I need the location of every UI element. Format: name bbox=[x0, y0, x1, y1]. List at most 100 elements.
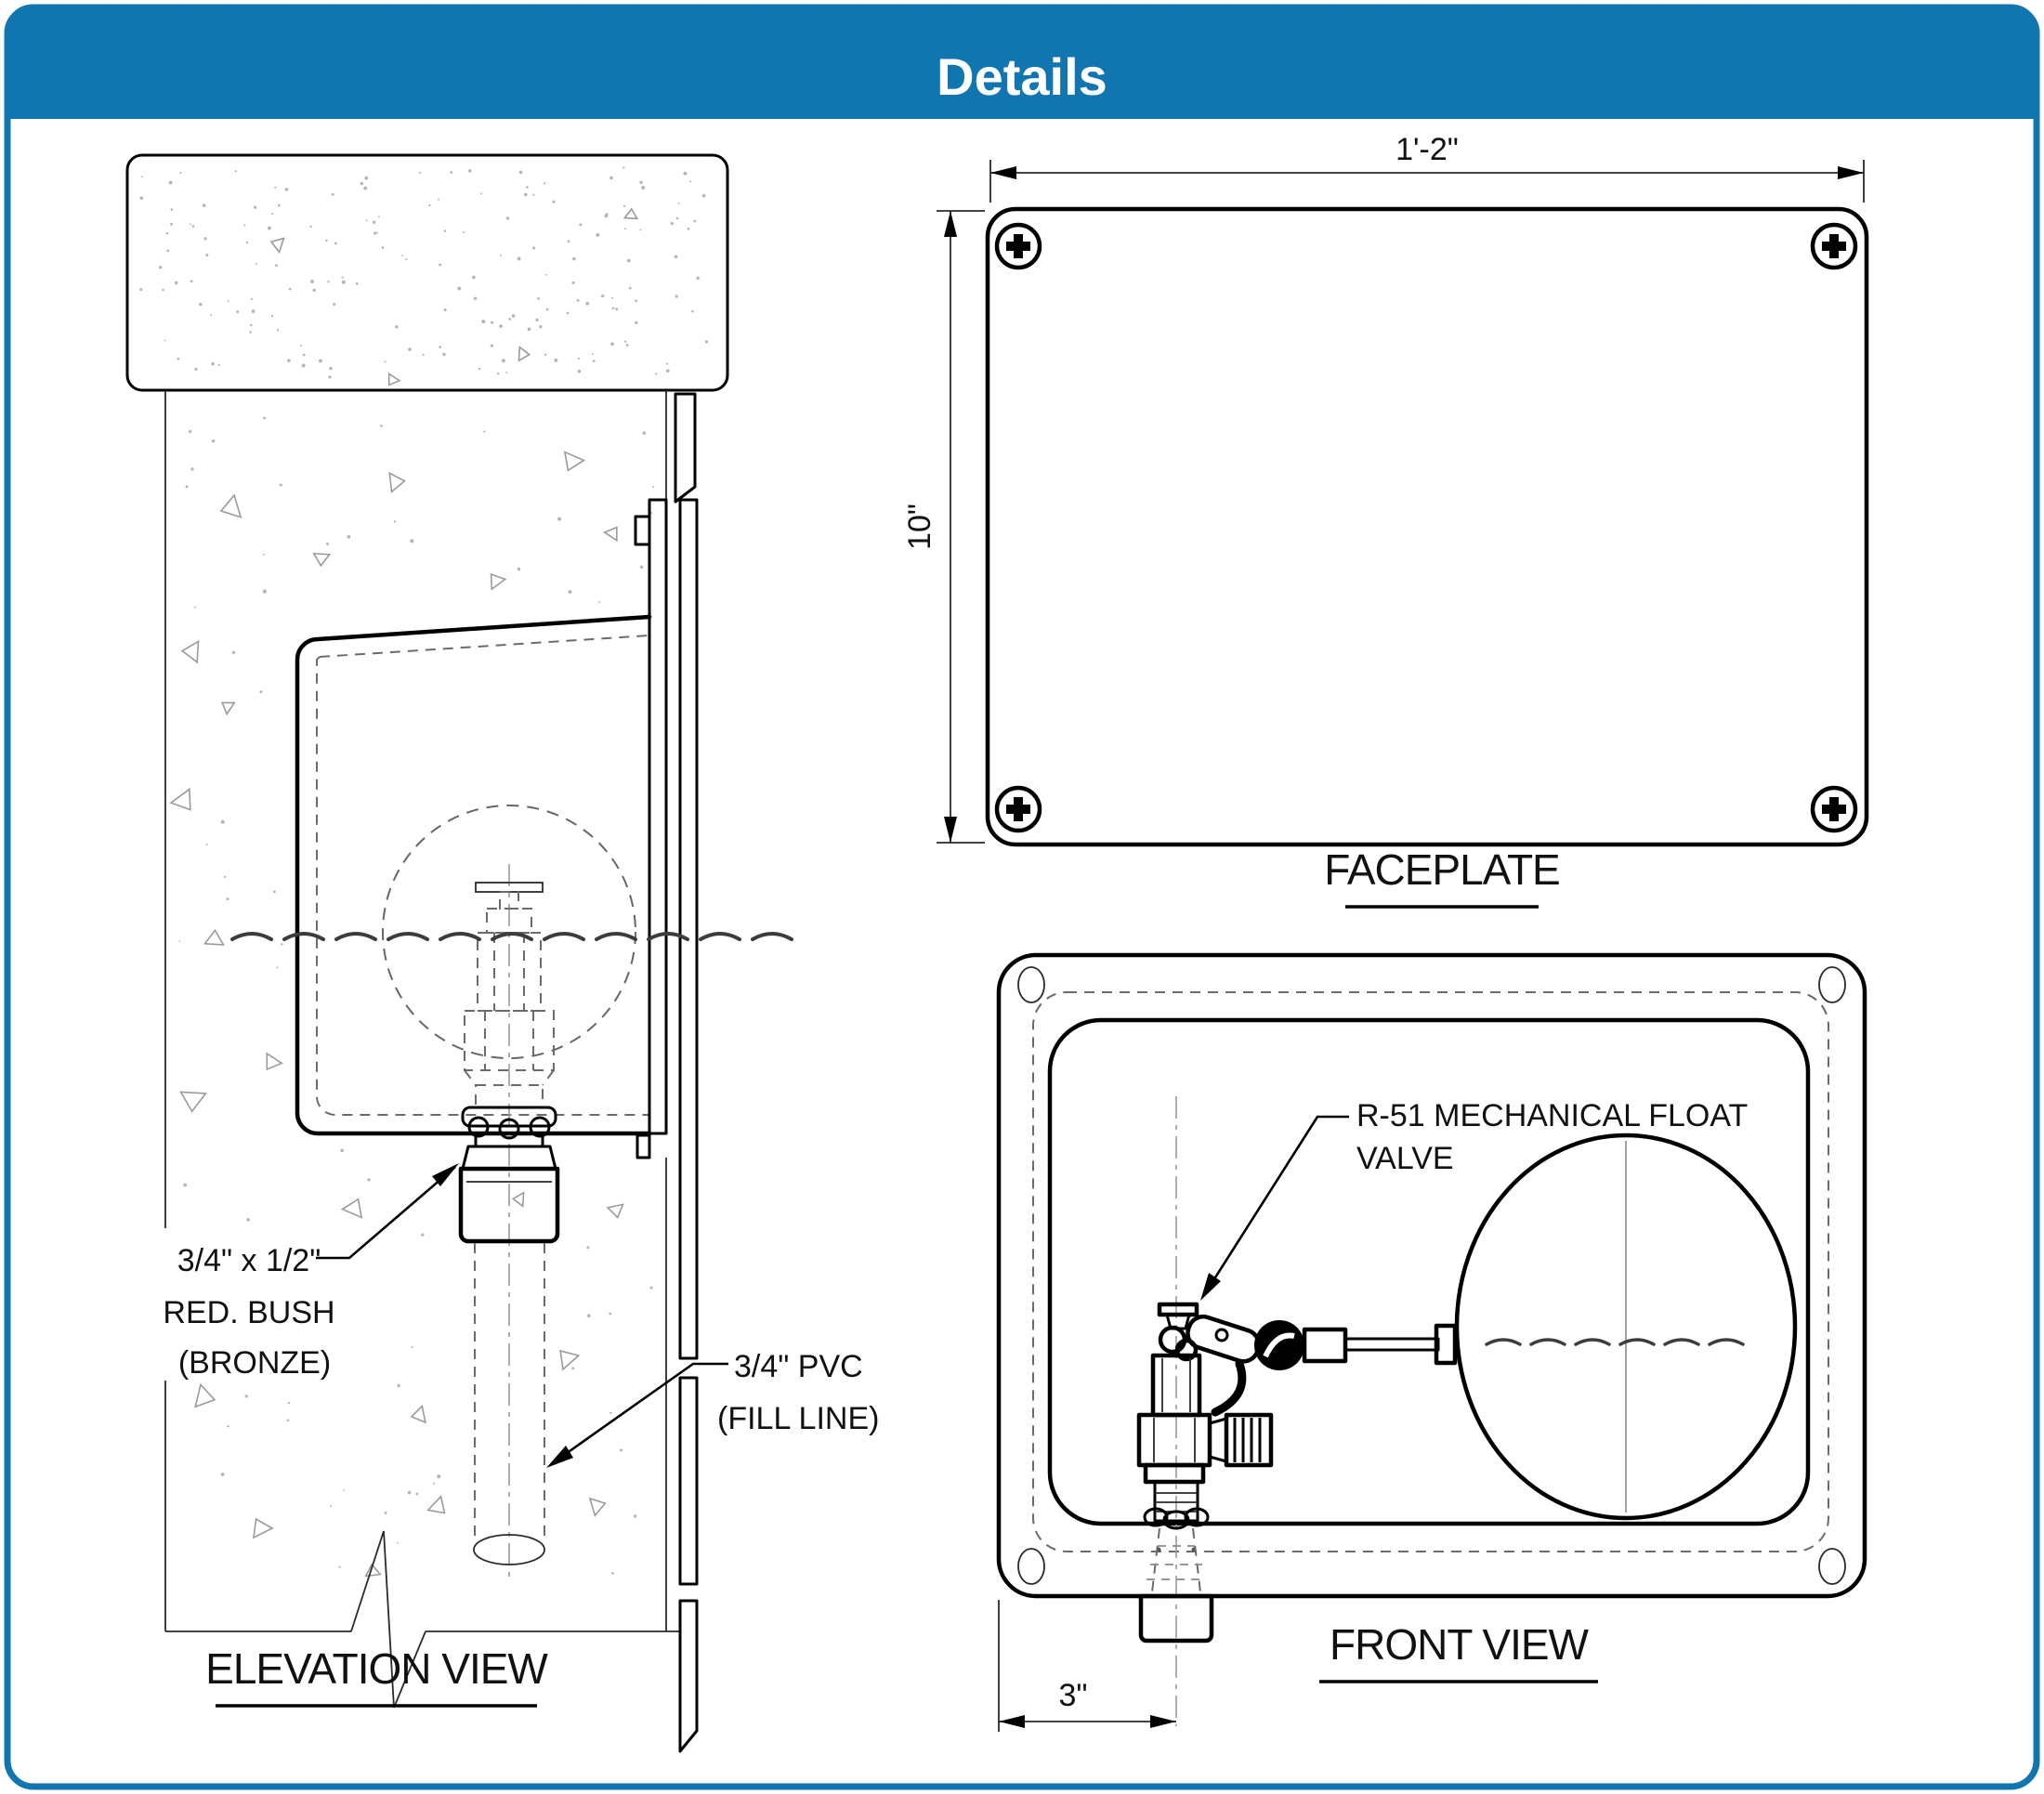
concrete-dot bbox=[407, 1490, 412, 1495]
aggregate-triangle bbox=[410, 1404, 426, 1424]
concrete-dot bbox=[262, 589, 267, 594]
height-dimension-text: 10" bbox=[902, 504, 937, 550]
concrete-dot bbox=[696, 276, 700, 281]
concrete-dot bbox=[334, 242, 337, 245]
concrete-dot bbox=[211, 439, 216, 443]
concrete-dot bbox=[586, 1246, 590, 1250]
concrete-dot bbox=[491, 321, 494, 324]
aggregate-triangle bbox=[169, 787, 191, 811]
concrete-dot bbox=[655, 373, 658, 375]
concrete-dot bbox=[701, 193, 706, 198]
valve-note: R-51 MECHANICAL FLOAT VALVE bbox=[1200, 1098, 1748, 1301]
niche-outline bbox=[295, 614, 652, 1136]
concrete-dot bbox=[287, 1401, 291, 1405]
concrete-dot bbox=[159, 266, 163, 269]
aggregate-triangle bbox=[559, 1349, 581, 1371]
concrete-dot bbox=[439, 346, 441, 348]
concrete-dot bbox=[496, 373, 500, 375]
concrete-dot bbox=[341, 280, 346, 284]
concrete-dot bbox=[139, 288, 143, 292]
aggregate-triangle bbox=[606, 1203, 624, 1219]
phillips-screw-icon bbox=[1810, 785, 1858, 833]
offset-dimension: 3" bbox=[998, 1600, 1176, 1732]
concrete-dot bbox=[670, 222, 674, 226]
concrete-dot bbox=[301, 363, 306, 368]
concrete-dot bbox=[273, 890, 276, 894]
concrete-dot bbox=[639, 229, 642, 231]
concrete-dot bbox=[592, 353, 595, 355]
concrete-dot bbox=[457, 286, 462, 291]
aggregate-triangle bbox=[622, 207, 639, 220]
concrete-dot bbox=[501, 359, 505, 363]
aggregate-triangle bbox=[563, 451, 586, 472]
deck-coping-cap bbox=[125, 153, 729, 392]
pvc-note: 3/4" PVC (FILL LINE) bbox=[546, 1336, 894, 1468]
aggregate-triangle bbox=[312, 552, 332, 568]
niche-side-view bbox=[295, 614, 652, 1136]
concrete-dot bbox=[611, 296, 614, 299]
corner-hole bbox=[1017, 1548, 1045, 1585]
width-dimension: 1'-2" bbox=[989, 132, 1865, 203]
concrete-dot bbox=[364, 176, 369, 180]
concrete-dot bbox=[277, 203, 281, 207]
concrete-dot bbox=[674, 255, 678, 259]
concrete-dot bbox=[615, 308, 619, 311]
niche-inner-dashed bbox=[316, 635, 650, 1116]
concrete-dot bbox=[478, 367, 481, 371]
valve-leader-arrowhead bbox=[1200, 1273, 1221, 1301]
concrete-dot bbox=[375, 231, 378, 234]
concrete-dot bbox=[299, 344, 302, 347]
concrete-dot bbox=[639, 565, 644, 570]
phillips-screw-icon bbox=[994, 785, 1042, 833]
aggregate-triangle bbox=[388, 471, 406, 493]
page-title: Details bbox=[937, 47, 1107, 106]
concrete-dot bbox=[262, 553, 265, 556]
concrete-dot bbox=[174, 281, 178, 285]
concrete-stipple-texture bbox=[139, 166, 709, 1578]
float-valve-assembly bbox=[1136, 1302, 1458, 1530]
break-line-symbol bbox=[350, 1530, 426, 1709]
concrete-dot bbox=[626, 258, 631, 263]
concrete-dot bbox=[279, 483, 282, 487]
wall-outline bbox=[164, 390, 681, 1709]
concrete-dot bbox=[380, 425, 383, 427]
concrete-dot bbox=[579, 223, 583, 227]
concrete-dot bbox=[532, 246, 536, 250]
concrete-dot bbox=[210, 314, 213, 317]
concrete-dot bbox=[381, 246, 385, 249]
concrete-dot bbox=[689, 180, 692, 183]
concrete-dot bbox=[544, 353, 547, 356]
concrete-dot bbox=[567, 240, 570, 242]
offset-dimension-text: 3" bbox=[1059, 1678, 1088, 1713]
concrete-dot bbox=[691, 309, 694, 313]
concrete-dot bbox=[532, 193, 535, 196]
concrete-dot bbox=[675, 295, 678, 298]
concrete-dot bbox=[635, 299, 637, 303]
concrete-dot bbox=[683, 171, 688, 176]
concrete-dot bbox=[341, 276, 344, 279]
concrete-dot bbox=[191, 225, 195, 228]
phillips-screw-icon bbox=[994, 222, 1042, 270]
phillips-screw-icon bbox=[1810, 222, 1858, 270]
concrete-dot bbox=[223, 875, 227, 879]
concrete-dot bbox=[649, 1286, 653, 1290]
concrete-dot bbox=[220, 819, 225, 824]
concrete-dot bbox=[568, 590, 572, 595]
concrete-dot bbox=[309, 225, 312, 229]
concrete-dot bbox=[340, 1148, 344, 1153]
concrete-dot bbox=[442, 352, 446, 357]
concrete-dot bbox=[203, 237, 207, 241]
hidden-bottom-fitting bbox=[1138, 1527, 1214, 1643]
concrete-dot bbox=[199, 302, 203, 307]
aggregate-triangle bbox=[518, 346, 531, 362]
concrete-dot bbox=[433, 1482, 436, 1485]
concrete-dot bbox=[622, 166, 625, 169]
concrete-dot bbox=[508, 318, 512, 321]
concrete-dot bbox=[217, 363, 220, 366]
aggregate-triangle bbox=[253, 1517, 274, 1539]
concrete-dot bbox=[286, 1419, 290, 1422]
concrete-dot bbox=[190, 280, 193, 283]
valve-leader-line bbox=[1202, 1115, 1349, 1296]
concrete-dot bbox=[231, 650, 236, 654]
